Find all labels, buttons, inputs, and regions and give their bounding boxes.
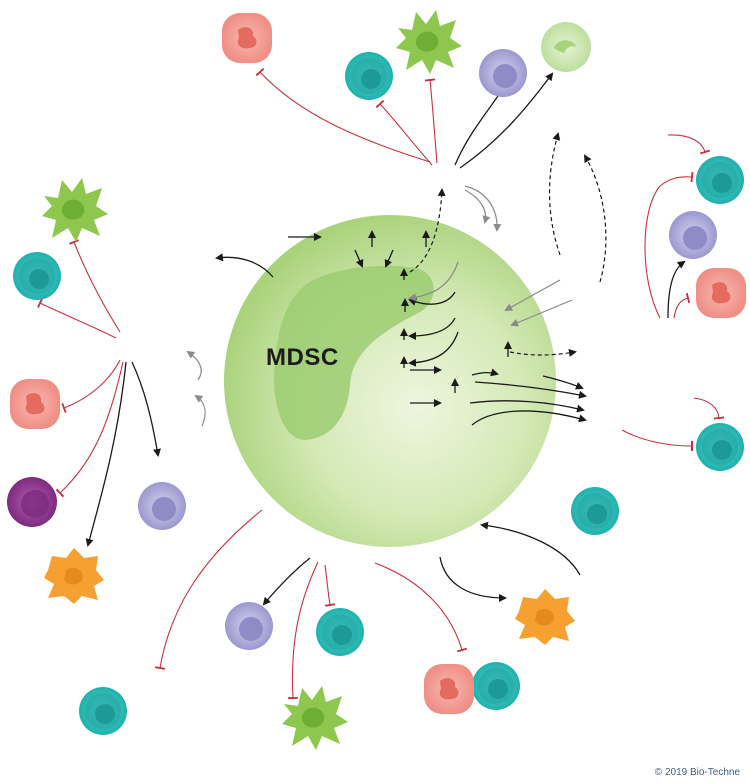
teal-cell xyxy=(316,608,364,656)
gray-arrow xyxy=(408,261,459,302)
gray-arrow xyxy=(194,394,206,427)
arrow xyxy=(439,556,507,602)
teal-cell xyxy=(696,156,744,204)
arrow xyxy=(471,368,499,377)
gray-arrow xyxy=(464,189,491,224)
inhibit-line xyxy=(374,562,468,653)
orange-macrophage-cells xyxy=(44,548,575,645)
teal-cell xyxy=(13,252,61,300)
inhibit-line xyxy=(287,561,319,700)
arrow xyxy=(542,375,584,390)
secondary-arrows xyxy=(186,185,573,427)
inhibit-line xyxy=(693,397,725,420)
magenta-cell xyxy=(7,477,57,527)
pink-cell xyxy=(696,268,746,318)
dashed-arrows xyxy=(409,132,607,357)
arrow xyxy=(85,361,127,547)
arrow xyxy=(459,72,554,169)
arrow xyxy=(408,331,459,367)
arrow xyxy=(408,291,456,306)
stimulatory-arrows xyxy=(85,72,686,606)
arrow xyxy=(474,381,587,399)
arrow xyxy=(469,400,585,413)
mdsc-cell xyxy=(224,215,556,547)
inhibit-line xyxy=(621,429,694,452)
green-dendritic-cell xyxy=(282,686,348,750)
purple-cell xyxy=(138,482,186,530)
green-dendritic-cells xyxy=(42,10,462,750)
arrow xyxy=(215,253,274,278)
purple-cells xyxy=(138,49,717,650)
dashed-arrow xyxy=(509,348,577,357)
gray-arrow xyxy=(510,299,573,327)
inhibit-line xyxy=(324,564,336,607)
purple-cell xyxy=(479,49,527,97)
gray-arrow xyxy=(186,350,202,381)
inhibit-line xyxy=(673,292,691,319)
inhibit-line xyxy=(424,78,438,164)
arrow xyxy=(408,317,456,340)
dashed-arrow xyxy=(548,132,561,256)
arrow xyxy=(384,249,394,268)
inhibit-line xyxy=(375,99,433,166)
inhibit-line xyxy=(255,67,431,163)
pink-cells xyxy=(10,13,746,714)
inhibit-line xyxy=(644,171,694,319)
teal-cell xyxy=(472,662,520,710)
arrow xyxy=(262,557,311,606)
orange-macrophage-cell xyxy=(44,548,104,604)
purple-cell xyxy=(669,211,717,259)
pink-cell xyxy=(424,664,474,714)
inhibit-line xyxy=(68,239,121,333)
mdsc-nucleus xyxy=(273,265,434,440)
teal-cell xyxy=(571,487,619,535)
arrow xyxy=(480,521,581,576)
mdsc-cell-body xyxy=(224,215,556,547)
teal-cell xyxy=(696,423,744,471)
pink-cell xyxy=(222,13,272,63)
green-dendritic-cell xyxy=(42,178,108,242)
inhibit-line xyxy=(667,134,711,155)
arrow xyxy=(354,249,364,268)
inhibit-line xyxy=(55,361,124,498)
teal-cell xyxy=(345,52,393,100)
arrow xyxy=(131,361,161,457)
teal-cell xyxy=(79,687,127,735)
pink-cell xyxy=(10,379,60,429)
arrow xyxy=(471,410,587,426)
inhibit-line xyxy=(154,509,263,670)
light-green-cell xyxy=(541,22,591,72)
gray-arrow xyxy=(504,279,561,311)
inhibitory-lines xyxy=(36,67,725,700)
copyright-notice: © 2019 Bio-Techne xyxy=(654,767,740,778)
inhibit-line xyxy=(61,359,121,414)
green-dendritic-cell xyxy=(396,10,462,74)
gray-arrow xyxy=(464,185,502,232)
teal-cells xyxy=(13,52,744,735)
arrow xyxy=(667,260,686,319)
dashed-arrow xyxy=(583,154,607,283)
mdsc-label: MDSC xyxy=(266,344,339,371)
purple-cell xyxy=(225,602,273,650)
orange-macrophage-cell xyxy=(515,589,575,645)
inhibit-line xyxy=(36,298,117,339)
dashed-arrow xyxy=(409,188,446,273)
